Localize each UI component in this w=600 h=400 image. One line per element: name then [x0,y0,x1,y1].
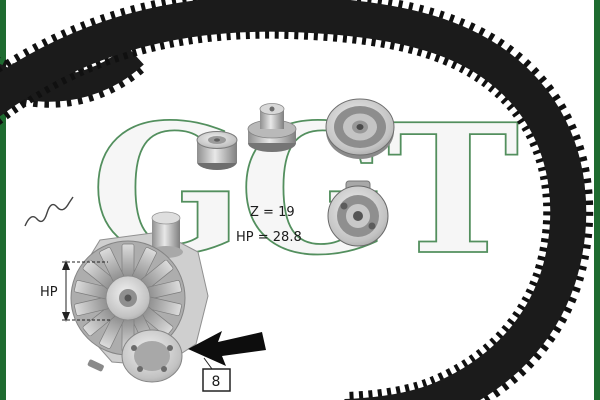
pump-height-label: HP [40,285,58,300]
direction-arrow-icon [188,331,266,366]
belt-width-label: HP = 28.8 [236,230,302,245]
ref-number-label: 8 [212,374,221,390]
squiggle-mark-icon [24,196,74,227]
green-edge-left [0,0,6,400]
water-pump-icon [70,211,209,383]
hp-dimension-lines [62,260,112,322]
green-edge-right [594,0,600,400]
idler-roller-medium-icon [247,103,297,152]
impeller-fins [74,243,182,353]
ref-leader-line [203,357,213,370]
teeth-count-label: Z = 19 [250,205,295,220]
ref-number-box: 8 [202,368,231,392]
camshaft-pulley-icon [325,98,395,159]
idler-roller-small-icon [196,131,238,170]
tensioner-pulley-icon [327,180,389,247]
